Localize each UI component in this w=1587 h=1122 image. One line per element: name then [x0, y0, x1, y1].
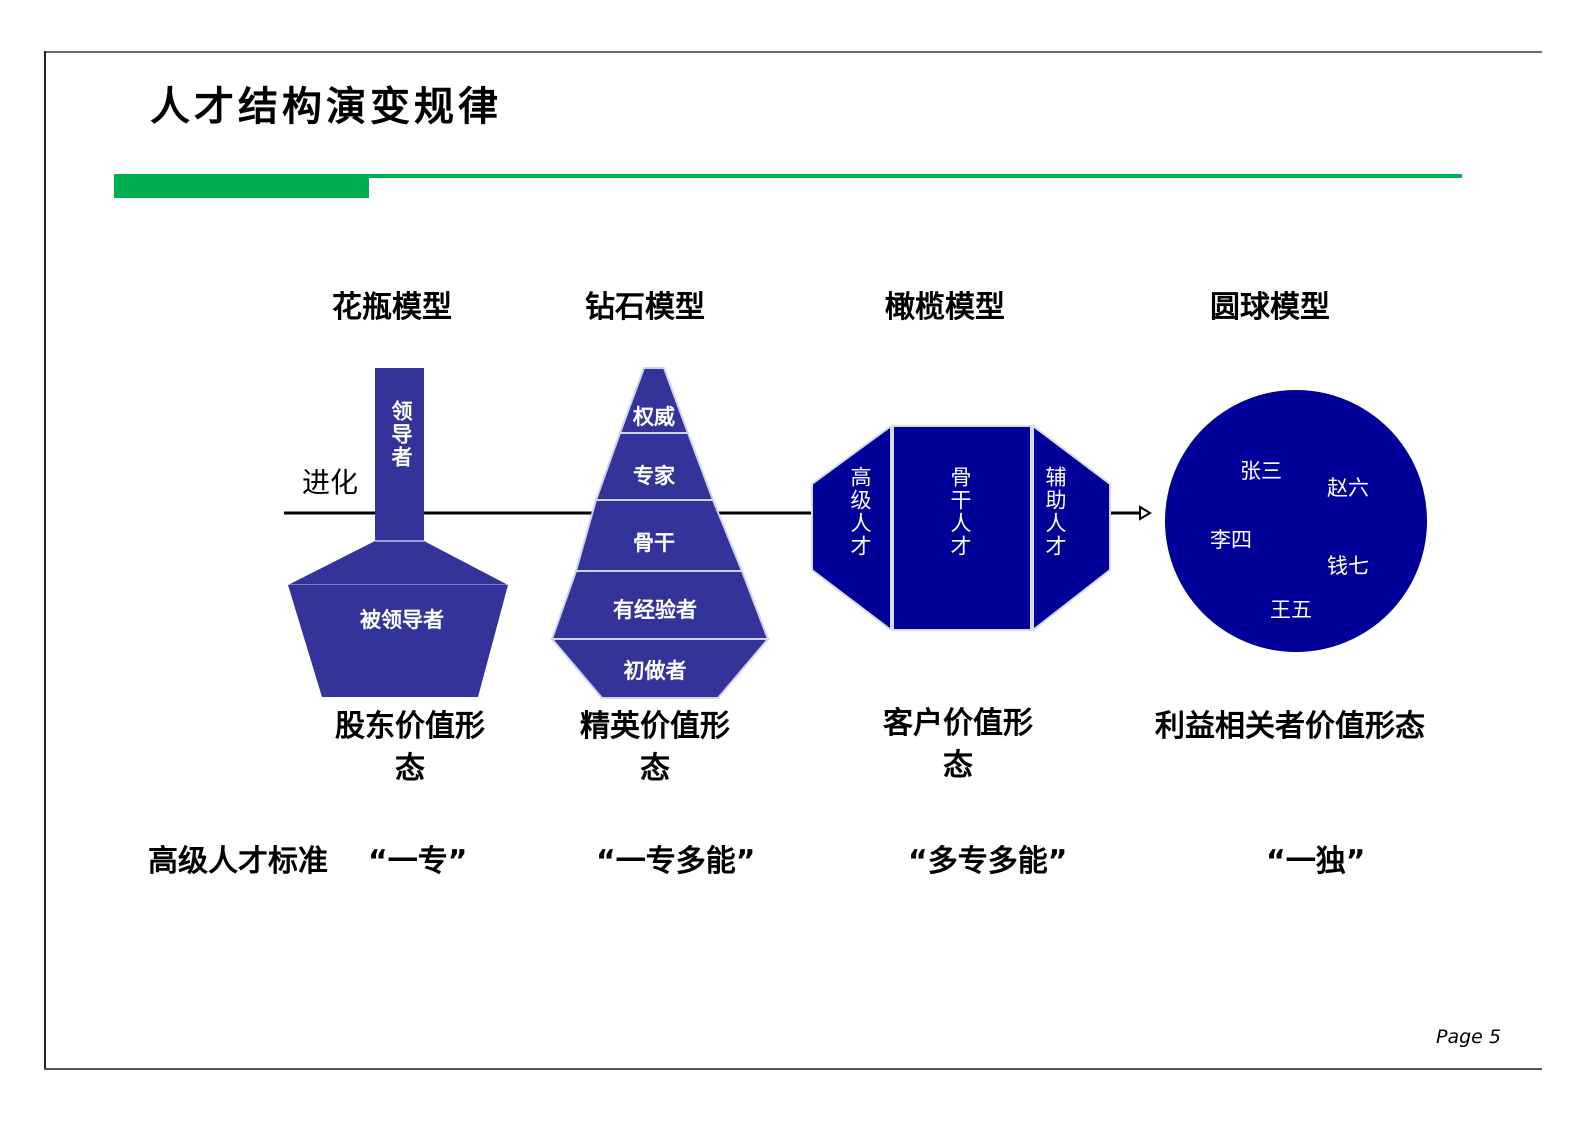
value-form-diamond: 精英价值形 态 [555, 706, 755, 790]
sphere-member-qianqi: 钱七 [1327, 554, 1369, 578]
value-form-vase-line2: 态 [395, 751, 425, 786]
standard-diamond: “一专多能” [596, 844, 756, 879]
sphere-member-lisi: 李四 [1210, 528, 1252, 552]
standard-row-label: 高级人才标准 [148, 844, 328, 879]
title-underline [369, 174, 1462, 178]
value-form-vase-line1: 股东价值形 [335, 709, 485, 744]
diamond-segment-expert: 专家 [633, 464, 675, 488]
standard-olive: “多专多能” [908, 844, 1068, 879]
sphere-member-zhaoliu: 赵六 [1327, 476, 1369, 500]
vase-segment-followers: 被领导者 [360, 608, 444, 632]
value-form-sphere-line1: 利益相关者价值形态 [1155, 709, 1425, 744]
diamond-shape [549, 367, 771, 699]
value-form-diamond-line2: 态 [640, 751, 670, 786]
vase-segment-leader: 领导者 [389, 400, 413, 469]
page-number: Page 5 [1436, 1026, 1501, 1048]
value-form-olive: 客户价值形 态 [858, 703, 1058, 787]
standard-sphere: “一独” [1266, 844, 1366, 879]
olive-segment-auxiliary: 辅助人才 [1043, 466, 1067, 558]
model-title-olive: 橄榄模型 [885, 290, 1005, 325]
olive-segment-senior: 高级人才 [848, 466, 872, 558]
value-form-vase: 股东价值形 态 [310, 706, 510, 790]
diamond-segment-beginner: 初做者 [623, 659, 687, 683]
title-accent-bar [114, 174, 369, 198]
model-title-diamond: 钻石模型 [585, 290, 705, 325]
model-title-vase: 花瓶模型 [332, 290, 452, 325]
sphere-shape [1165, 390, 1427, 652]
value-form-sphere: 利益相关者价值形态 [1125, 706, 1455, 748]
value-form-olive-line1: 客户价值形 [883, 706, 1033, 741]
evolution-label: 进化 [302, 466, 359, 499]
diamond-segment-authority: 权威 [633, 405, 675, 429]
olive-shape [811, 423, 1111, 633]
slide-title: 人才结构演变规律 [150, 83, 502, 130]
diamond-segment-experienced: 有经验者 [613, 598, 697, 622]
slide-frame-top-border [44, 51, 1542, 53]
vase-shape [288, 368, 508, 697]
slide-frame-left-border [44, 51, 46, 1070]
olive-segment-backbone: 骨干人才 [948, 466, 972, 558]
slide-frame-bottom-border [44, 1068, 1542, 1070]
value-form-diamond-line1: 精英价值形 [580, 709, 730, 744]
arrow-head-icon [1139, 505, 1152, 521]
sphere-member-wangwu: 王五 [1270, 598, 1312, 622]
sphere-member-zhangsan: 张三 [1240, 459, 1282, 483]
model-title-sphere: 圆球模型 [1210, 290, 1330, 325]
value-form-olive-line2: 态 [943, 748, 973, 783]
standard-vase: “一专” [368, 844, 468, 879]
diamond-segment-backbone: 骨干 [633, 531, 675, 555]
